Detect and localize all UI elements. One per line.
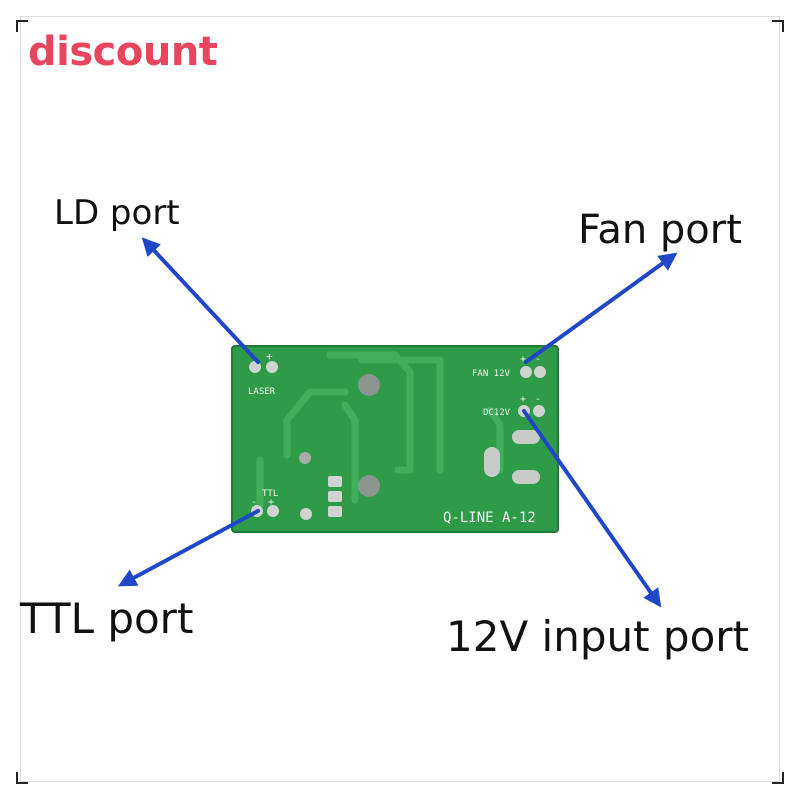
corner-mark: [16, 20, 28, 32]
discount-badge: discount: [28, 29, 218, 75]
corner-mark: [772, 20, 784, 32]
corner-mark: [772, 772, 784, 784]
ld-port-label: LD port: [54, 193, 180, 233]
input-port-label: 12V input port: [446, 612, 750, 661]
silk-fan: FAN 12V: [472, 369, 511, 379]
arrow-ld-port: [141, 237, 260, 364]
image-frame: [20, 16, 780, 782]
silk-fan-plus: +: [520, 354, 526, 365]
silk-dc-minus: -: [535, 394, 541, 405]
silk-laser-plus: +: [266, 350, 273, 363]
silk-model: Q-LINE A-12: [443, 510, 536, 526]
silk-ttl: TTL: [262, 489, 278, 499]
silk-ttl-minus: -: [251, 497, 257, 508]
silk-laser: LASER: [248, 387, 276, 397]
pcb-board: LASER + TTL - + FAN 12V + - DC12V + - Q-…: [231, 345, 559, 533]
ttl-port-label: TTL port: [20, 594, 194, 643]
silk-dc-plus: +: [520, 394, 526, 405]
arrow-input-port: [522, 409, 662, 608]
callout-arrows: [117, 237, 678, 608]
silk-fan-minus: -: [535, 354, 541, 365]
arrow-ttl-port: [117, 509, 260, 587]
arrow-fan-port: [524, 252, 678, 364]
corner-mark: [16, 772, 28, 784]
silk-ttl-plus: +: [268, 497, 274, 508]
fan-port-label: Fan port: [578, 207, 742, 253]
silk-dc: DC12V: [483, 408, 511, 418]
